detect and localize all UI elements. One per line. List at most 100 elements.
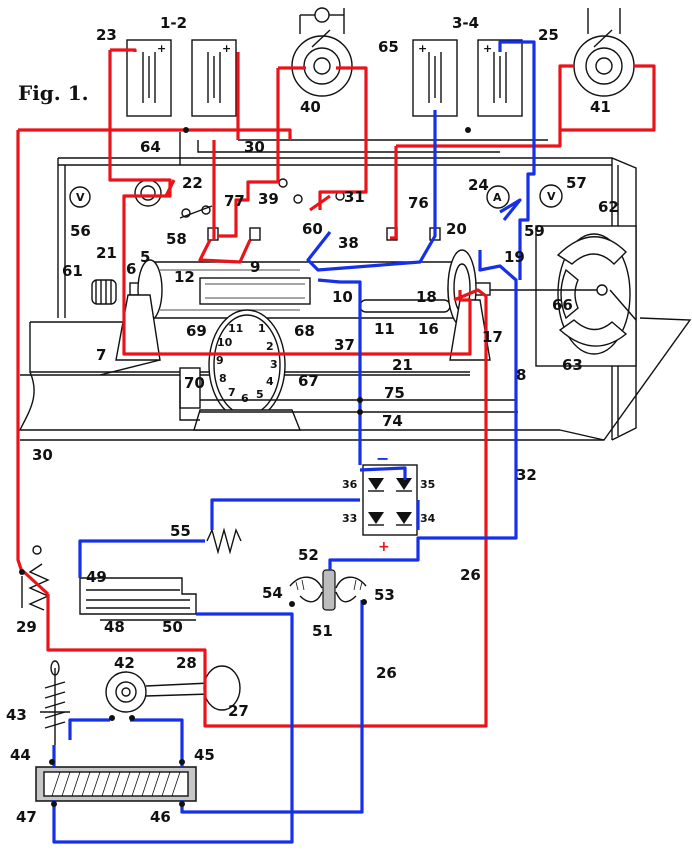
label-56: 56 — [70, 222, 91, 240]
condenser-48 — [79, 577, 197, 621]
label-69: 69 — [186, 322, 207, 340]
volt-letter-57: V — [547, 190, 556, 203]
label-70: 70 — [184, 374, 205, 392]
diode-33 — [368, 512, 384, 526]
bearing-stand-7 — [99, 294, 161, 376]
label-61: 61 — [62, 262, 83, 280]
dial-10: 10 — [217, 336, 233, 349]
label-6: 6 — [126, 260, 136, 278]
label-43: 43 — [6, 706, 27, 724]
label-42: 42 — [114, 654, 135, 672]
label-41: 41 — [590, 98, 611, 116]
battery-1: + — [126, 39, 172, 117]
label-66: 66 — [552, 296, 573, 314]
label-51: 51 — [312, 622, 333, 640]
switchboard-panel — [18, 157, 692, 441]
label-36: 36 — [342, 478, 358, 491]
label-46: 46 — [150, 808, 171, 826]
label-22: 22 — [182, 174, 203, 192]
label-12: 12 — [174, 268, 195, 286]
label-1-2: 1-2 — [160, 14, 187, 32]
dial-9: 9 — [216, 354, 224, 367]
diode-35 — [396, 478, 412, 492]
red-wires — [16, 48, 656, 728]
minus-mark: − — [376, 449, 389, 468]
label-68: 68 — [294, 322, 315, 340]
label-7: 7 — [96, 346, 106, 364]
line-art: + + + + — [18, 7, 692, 802]
svg-text:+: + — [222, 42, 231, 55]
label-28: 28 — [176, 654, 197, 672]
label-38: 38 — [338, 234, 359, 252]
dial-5: 5 — [256, 388, 264, 401]
generator-41 — [573, 8, 635, 97]
label-34: 34 — [420, 512, 436, 525]
dial-3: 3 — [270, 358, 278, 371]
solenoid — [35, 766, 197, 802]
label-53: 53 — [374, 586, 395, 604]
label-23: 23 — [96, 26, 117, 44]
spring-29 — [21, 545, 50, 611]
label-11: 11 — [374, 320, 395, 338]
label-32: 32 — [516, 466, 537, 484]
dial-6: 6 — [241, 392, 249, 405]
label-21-top: 21 — [96, 244, 117, 262]
dial-11: 11 — [228, 322, 243, 335]
label-40: 40 — [300, 98, 321, 116]
gear-61 — [91, 279, 117, 305]
label-76: 76 — [408, 194, 429, 212]
ammeter-22 — [134, 179, 162, 207]
svg-text:+: + — [157, 42, 166, 55]
label-31: 31 — [344, 188, 365, 206]
label-60: 60 — [302, 220, 323, 238]
label-58: 58 — [166, 230, 187, 248]
label-75: 75 — [384, 384, 405, 402]
label-24: 24 — [468, 176, 489, 194]
terminals — [19, 127, 471, 807]
label-49: 49 — [86, 568, 107, 586]
label-37: 37 — [334, 336, 355, 354]
label-63: 63 — [562, 356, 583, 374]
label-26-upper: 26 — [460, 566, 481, 584]
rectifier-bridge — [362, 464, 418, 536]
number-dial: 11 1 10 2 9 3 8 4 7 5 6 — [193, 309, 302, 431]
svg-text:+: + — [418, 42, 427, 55]
label-35: 35 — [420, 478, 435, 491]
plus-mark: + — [378, 539, 390, 555]
drum-cylinder — [129, 259, 491, 321]
label-19: 19 — [504, 248, 525, 266]
label-33: 33 — [342, 512, 357, 525]
label-44: 44 — [10, 746, 31, 764]
battery-2: + — [191, 39, 237, 117]
reference-labels: Fig. 1. 23 1-2 40 65 3-4 25 41 64 30 22 … — [6, 14, 619, 826]
label-47: 47 — [16, 808, 37, 826]
label-20: 20 — [446, 220, 467, 238]
switch-58 — [179, 205, 213, 219]
blue-wires — [52, 40, 536, 844]
label-30-left: 30 — [32, 446, 53, 464]
battery-4: + — [477, 39, 523, 117]
dial-7: 7 — [228, 386, 236, 399]
label-18: 18 — [416, 288, 437, 306]
dial-2: 2 — [266, 340, 274, 353]
label-25: 25 — [538, 26, 559, 44]
amp-letter: A — [493, 191, 502, 204]
commutator-62 — [490, 225, 637, 367]
label-57: 57 — [566, 174, 587, 192]
label-21-bottom: 21 — [392, 356, 413, 374]
label-45: 45 — [194, 746, 215, 764]
label-48: 48 — [104, 618, 125, 636]
label-10: 10 — [332, 288, 353, 306]
label-3-4: 3-4 — [452, 14, 479, 32]
volt-letter: V — [76, 191, 85, 204]
label-30-top: 30 — [244, 138, 265, 156]
label-54: 54 — [262, 584, 283, 602]
voltmeter-56: V — [69, 186, 91, 208]
ammeter-24: A — [486, 185, 510, 209]
label-52: 52 — [298, 546, 319, 564]
resistor-55 — [206, 527, 242, 555]
label-5: 5 — [140, 248, 150, 266]
label-29: 29 — [16, 618, 37, 636]
diode-34 — [396, 512, 412, 526]
